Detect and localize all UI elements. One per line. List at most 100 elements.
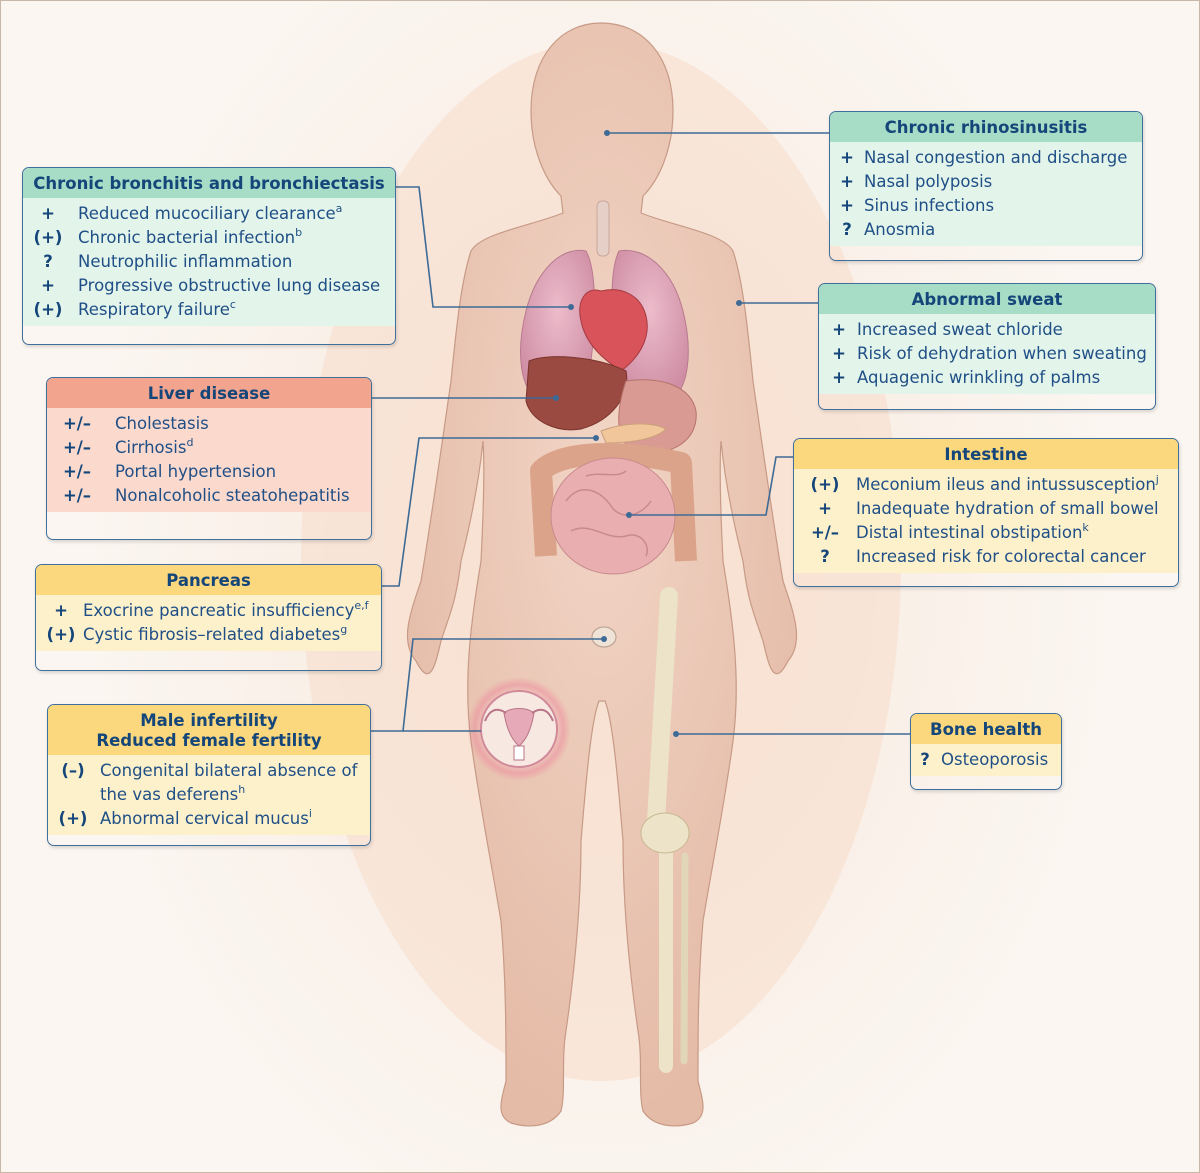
item-symbol: +/– [810,523,840,542]
list-item: +/–Cholestasis [47,412,371,436]
list-item: (+) Cystic fibrosis–related diabetesg [36,623,381,647]
item-label: Increased sweat chloride [857,320,1063,339]
item-text: Congenital bilateral absence of [100,759,357,783]
item-label: Nasal congestion and discharge [864,148,1128,167]
item-label: Cirrhosis [115,438,187,457]
item-symbol: ? [43,252,53,271]
item-label: Distal intestinal obstipation [856,523,1083,542]
item-text: Meconium ileus and intussusceptionj [856,473,1159,497]
pancreas-box: Pancreas + Exocrine pancreatic insufficie… [35,564,382,671]
item-label: Portal hypertension [115,462,277,481]
list-item: +/– Portal hypertension [47,460,371,484]
item-symbol: + [832,344,846,363]
list-item: +Sinus infections [830,194,1142,218]
item-label: Reduced mucociliary clearance [78,204,336,223]
item-text: Exocrine pancreatic insufficiencye,f [83,599,369,623]
intestine-list: (+) Meconium ileus and intussusceptionj + I… [794,469,1178,573]
item-symbol: ? [920,750,930,769]
liver-list: +/–Cholestasis +/– Cirrhosisd +/– Portal hyp… [47,408,371,512]
pancreas [600,423,667,444]
list-item: +Nasal congestion and discharge [830,146,1142,170]
item-symbol: + [54,601,68,620]
item-symbol: +/– [62,462,92,481]
body-silhouette [406,22,798,1127]
fertility-title: Male infertility Reduced female fertilit… [48,705,370,755]
cervix [513,745,525,761]
item-text: Chronic bacterial infectionb [78,226,302,250]
knee-joint [640,812,690,854]
liver-box: Liver disease +/–Cholestasis+/–Cirrhosis… [46,377,372,540]
item-text: the vas deferensh [100,783,245,807]
item-footnote: j [1155,473,1159,486]
bronchitis-box: Chronic bronchitis and bronchiectasis +R… [22,167,396,345]
connector-fertility-pelvis [371,638,604,732]
connector-liver-dot [553,395,559,401]
liver [525,356,628,431]
item-text: Progressive obstructive lung disease [78,274,380,298]
list-item: (+)Respiratory failurec [23,298,395,322]
intestine-box: Intestine (+)Meconium ileus and intussus… [793,438,1179,587]
item-text: Cirrhosisd [115,436,193,460]
sweat-list: +Increased sweat chloride+Risk of dehydr… [819,314,1155,394]
item-text: Anosmia [864,218,935,242]
item-text: Nonalcoholic steatohepatitis [115,484,350,508]
list-item: ?Neutrophilic inflammation [23,250,395,274]
item-symbol: + [832,368,846,387]
list-item: the vas deferensh [48,783,370,807]
list-item: +Reduced mucociliary clearancea [23,202,395,226]
item-label: Increased risk for colorectal cancer [856,547,1146,566]
item-symbol: (+) [810,475,840,494]
list-item: (+)Chronic bacterial infectionb [23,226,395,250]
list-item: + Increased sweat chloride [819,318,1155,342]
connector-fertility-pelvis-dot [601,636,607,642]
small-intestine [550,457,676,575]
item-footnote: d [186,436,194,449]
item-text: Abnormal cervical mucusi [100,807,312,831]
item-label: Respiratory failure [78,300,230,319]
item-label: Aquagenic wrinkling of palms [857,368,1101,387]
item-label: Progressive obstructive lung disease [78,276,381,295]
list-item: ?Increased risk for colorectal cancer [794,545,1178,569]
connector-intestine-dot [626,512,632,518]
item-label: Inadequate hydration of small bowel [856,499,1159,518]
item-label: Nonalcoholic steatohepatitis [115,486,350,505]
item-symbol: + [832,320,846,339]
item-footnote: i [308,807,312,820]
item-footnote: e,f [354,599,369,612]
fibula-bone [680,852,689,1065]
fertility-title-line2: Reduced female fertility [96,731,322,750]
item-label: Cholestasis [115,414,209,433]
list-item: ?Osteoporosis [911,748,1061,772]
fallopian-tubes [484,708,554,722]
bone-list: ?Osteoporosis [911,744,1061,776]
item-symbol: (+) [58,809,88,828]
uterus [503,708,535,747]
pancreas-title: Pancreas [36,565,381,595]
item-symbol: + [41,276,55,295]
list-item: ? Anosmia [830,218,1142,242]
item-symbol: ? [842,220,852,239]
list-item: (–)Congenital bilateral absence of [48,759,370,783]
pancreas-list: +Exocrine pancreatic insufficiencye,f(+)… [36,595,381,651]
item-symbol: +/– [62,438,92,457]
item-footnote: k [1082,521,1089,534]
item-footnote: a [335,202,343,215]
item-label: Abnormal cervical mucus [100,809,309,828]
liver-title: Liver disease [47,378,371,408]
sweat-title: Abnormal sweat [819,284,1155,314]
fertility-box: Male infertility Reduced female fertilit… [47,704,371,846]
item-text: Cystic fibrosis–related diabetesg [83,623,347,647]
list-item: + Exocrine pancreatic insufficiencye,f [36,599,381,623]
item-text: Increased risk for colorectal cancer [856,545,1146,569]
item-label: Exocrine pancreatic insufficiency [83,601,355,620]
connector-pancreas [382,437,596,587]
item-symbol: (+) [46,625,76,644]
item-label: Meconium ileus and intussusception [856,475,1156,494]
item-text: Cholestasis [115,412,209,436]
list-item: +Nasal polyposis [830,170,1142,194]
item-symbol: + [818,499,832,518]
item-text: Nasal polyposis [864,170,992,194]
